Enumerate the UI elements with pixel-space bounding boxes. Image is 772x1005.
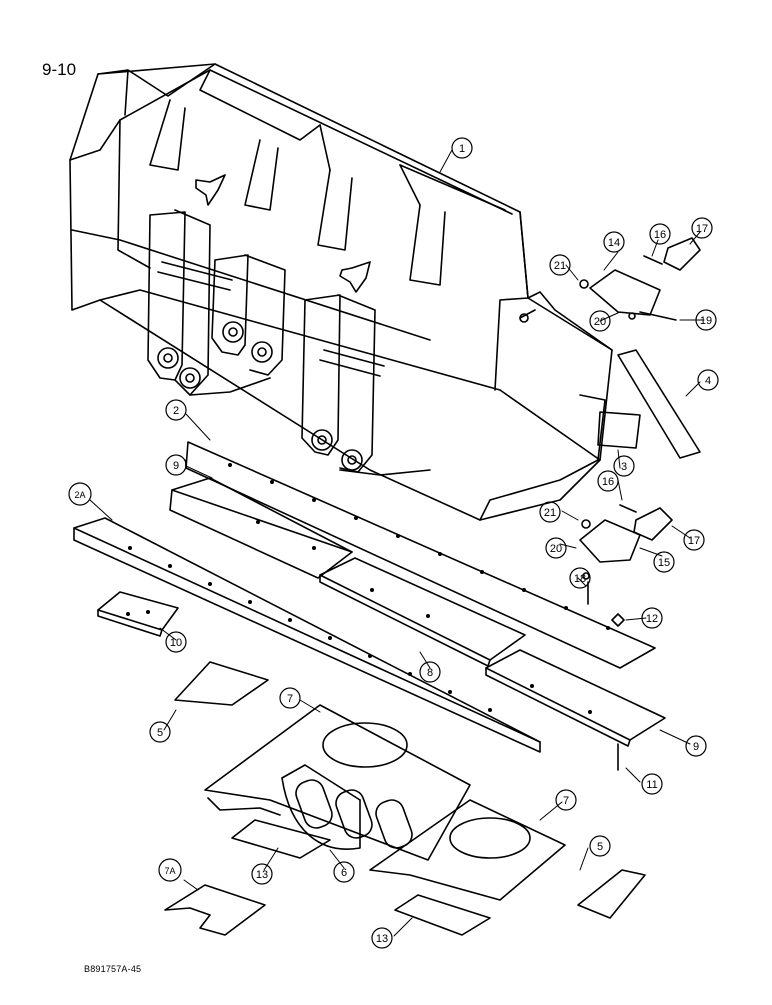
wear-plate-8 [319,557,526,667]
svg-text:11: 11 [646,779,657,791]
adapter-15 [579,519,641,563]
callout-16-lower: 16 [597,470,619,492]
callout-3: 3 [613,455,635,477]
wedge-13-left [231,819,331,859]
leader-lines [89,149,705,937]
svg-text:20: 20 [550,543,562,555]
wedge-3 [597,411,641,449]
svg-text:3: 3 [621,461,627,473]
callout-10: 10 [165,631,187,653]
callout-14: 14 [603,231,625,253]
nut-12 [611,613,625,627]
svg-text:5: 5 [157,727,163,739]
wear-plate-7-right [369,799,566,901]
svg-text:7A: 7A [164,866,175,876]
svg-text:18: 18 [574,573,586,585]
callout-12: 12 [641,607,663,629]
svg-text:17: 17 [688,535,700,547]
svg-text:13: 13 [256,869,268,881]
callout-2a: 2A [68,482,92,506]
svg-text:17: 17 [696,223,708,235]
callout-2: 2 [165,399,187,421]
svg-text:20: 20 [594,316,606,328]
callout-21-lower: 21 [539,501,561,523]
svg-text:14: 14 [608,237,620,249]
washer-20-upper [628,312,636,320]
callout-18: 18 [569,567,591,589]
callout-7-left: 7 [279,687,301,709]
svg-text:9: 9 [693,741,699,753]
svg-text:2: 2 [173,405,179,417]
callout-1: 1 [451,137,473,159]
callout-7-right: 7 [555,789,577,811]
callout-5-left: 5 [149,721,171,743]
callout-9-upper: 9 [165,454,187,476]
callout-20-lower: 20 [545,537,567,559]
svg-text:9: 9 [173,460,179,472]
svg-text:7: 7 [563,795,569,807]
bolt-19 [639,311,677,321]
pin-16-lower [619,504,637,513]
callout-17-lower: 17 [683,529,705,551]
callout-6: 6 [333,861,355,883]
svg-text:6: 6 [341,867,347,879]
callout-21-upper: 21 [549,254,571,276]
washer-20-lower [582,572,590,580]
svg-text:13: 13 [376,933,388,945]
svg-text:15: 15 [658,557,670,569]
bucket [69,63,613,521]
svg-text:5: 5 [597,841,603,853]
callout-8: 8 [419,661,441,683]
pin-16-upper [643,255,663,265]
svg-text:21: 21 [544,507,556,519]
svg-text:21: 21 [554,260,566,272]
callout-16-upper: 16 [649,223,671,245]
callout-9-lower: 9 [685,735,707,757]
reference-code: B891757A-45 [84,964,142,974]
nut-21-upper [579,279,589,289]
svg-text:16: 16 [654,229,666,241]
cutting-edge-2a [73,517,541,753]
svg-text:8: 8 [427,667,433,679]
svg-text:12: 12 [646,613,658,625]
callout-17-upper: 17 [691,217,713,239]
callout-5-right: 5 [589,835,611,857]
wear-plate-9-lower [485,649,666,747]
svg-text:16: 16 [602,476,614,488]
wear-plate-9-upper [169,477,353,579]
callout-4: 4 [697,369,719,391]
nut-21-lower [581,519,591,529]
wear-plate-10 [97,591,179,637]
callout-7a: 7A [158,858,182,882]
callout-11: 11 [641,773,663,795]
callout-19: 19 [695,309,717,331]
callout-20-upper: 20 [589,310,611,332]
side-cutter-5-left [174,661,269,706]
svg-text:19: 19 [700,315,712,327]
callouts: 1 2 9 2A 3 4 5 5 6 7 7 7A 8 9 10 11 12 1… [68,137,719,949]
callout-13-right: 13 [371,927,393,949]
callout-13-left: 13 [251,863,273,885]
shim-7a [164,884,266,936]
skid-plate-6 [281,764,413,850]
svg-text:10: 10 [170,637,182,649]
wedge-13-right [394,894,491,936]
tooth-17-lower [633,507,673,541]
bolt-holes [126,463,610,714]
side-cutter-5-right [577,869,646,919]
callout-15: 15 [653,551,675,573]
svg-text:7: 7 [287,693,293,705]
svg-text:2A: 2A [74,490,85,500]
wear-strip-4 [617,349,701,459]
adapter-14 [589,269,661,316]
svg-text:4: 4 [705,375,711,387]
page-number: 9-10 [42,60,77,79]
tooth-17-upper [663,237,701,271]
svg-text:1: 1 [459,143,465,155]
wear-plate-7-left [204,704,471,861]
